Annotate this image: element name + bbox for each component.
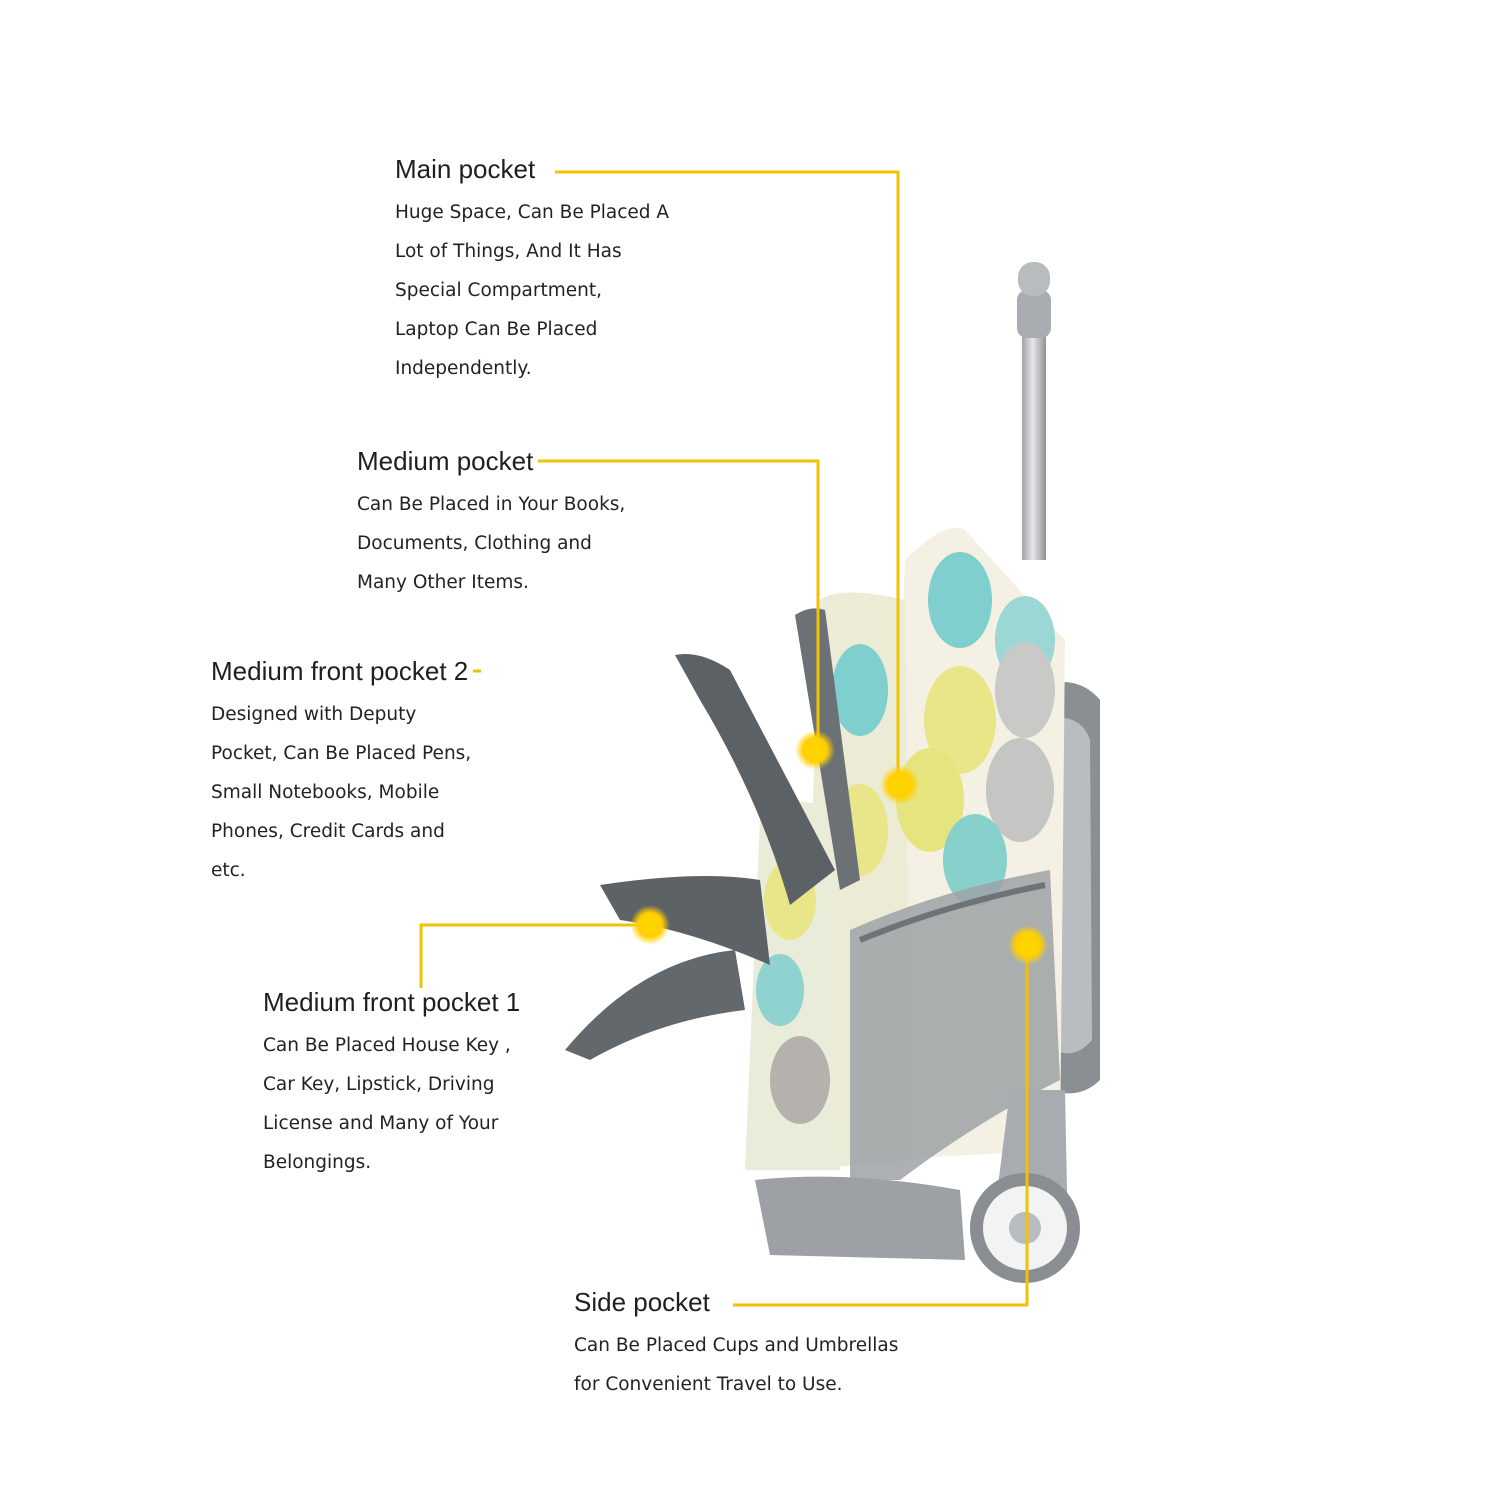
front-flaps [565,608,860,1060]
description-line: Special Compartment, [395,280,602,301]
description-line: Huge Space, Can Be Placed A [395,202,670,223]
description-line: etc. [211,860,246,881]
side-pocket-title: Side pocket [574,1287,710,1317]
leader-main [555,170,900,783]
marker-dot-side [1008,925,1048,965]
marker-dot-main [880,765,920,805]
leader-front1 [419,923,650,988]
description-line: Independently. [395,358,532,379]
main-pocket-title: Main pocket [395,154,536,184]
description-line: Pocket, Can Be Placed Pens, [211,743,472,764]
medium-front-pocket-2-description: Designed with Deputy Pocket, Can Be Plac… [211,695,471,890]
description-line: Belongings. [263,1152,372,1173]
description-line: Many Other Items. [357,572,529,593]
description-line: Can Be Placed House Key , [263,1035,511,1056]
wheel-assembly [755,1090,1080,1283]
side-pocket-description: Can Be Placed Cups and Umbrellas for Con… [574,1326,898,1404]
description-line: License and Many of Your [263,1113,499,1134]
description-line: for Convenient Travel to Use. [574,1374,843,1395]
marker-dot-medium [795,730,835,770]
medium-front-pocket-2-title: Medium front pocket 2 [211,656,469,686]
leader-side [733,945,1029,1307]
callout-leader-lines [419,170,1029,1307]
description-line: Can Be Placed Cups and Umbrellas [574,1335,899,1356]
description-line: Can Be Placed in Your Books, [357,494,626,515]
description-line: Small Notebooks, Mobile [211,782,440,803]
leader-medium [538,459,820,748]
side-mesh-pocket [850,870,1060,1180]
main-pocket-description: Huge Space, Can Be Placed A Lot of Thing… [395,193,669,388]
description-line: Laptop Can Be Placed [395,319,598,340]
medium-pocket-title: Medium pocket [357,446,534,476]
medium-front-pocket-1-title: Medium front pocket 1 [263,987,521,1017]
callout-markers [630,730,1048,965]
marker-dot-front1 [630,905,670,945]
description-line: Phones, Credit Cards and [211,821,445,842]
medium-pocket-description: Can Be Placed in Your Books, Documents, … [357,485,625,602]
description-line: Car Key, Lipstick, Driving [263,1074,495,1095]
telescopic-handle [1017,262,1051,560]
medium-front-pocket-1-description: Can Be Placed House Key , Car Key, Lipst… [263,1026,511,1182]
description-line: Documents, Clothing and [357,533,592,554]
description-line: Designed with Deputy [211,704,417,725]
description-line: Lot of Things, And It Has [395,241,622,262]
